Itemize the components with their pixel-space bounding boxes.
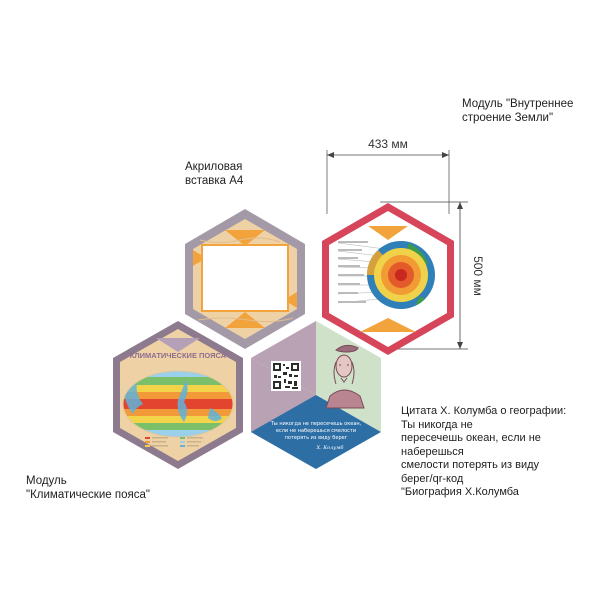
blue-face <box>251 395 381 469</box>
columbus-caption-line3: пересечешь океан, если не <box>401 432 541 444</box>
columbus-caption: Цитата Х. Колумба о географии: Ты никогд… <box>401 405 566 500</box>
acrylic-insert-label-line1: Акриловая <box>185 161 243 173</box>
climate-zones-module: КЛИМАТИЧЕСКИЕ ПОЯСА <box>113 321 243 469</box>
width-dimension-text: 433 мм <box>368 137 408 151</box>
acrylic-window <box>201 244 289 312</box>
acrylic-insert-module <box>185 209 305 349</box>
module-climate-label-line2: "Климатические пояса" <box>26 489 150 501</box>
acrylic-insert-label: Акриловая вставка А4 <box>185 160 243 188</box>
earth-structure-module <box>322 203 454 355</box>
columbus-caption-line6: берег/qr-код <box>401 472 464 485</box>
columbus-signature: Х. Колумб <box>316 444 345 451</box>
acrylic-insert-label-line2: вставка А4 <box>185 175 244 187</box>
climate-title: КЛИМАТИЧЕСКИЕ ПОЯСА <box>130 351 227 360</box>
climate-legend <box>145 437 203 447</box>
columbus-quote-line3: потерять из виду берег <box>285 435 348 441</box>
columbus-quote: Ты никогда не пересечешь океан, если не … <box>270 421 362 451</box>
module-climate-label-line1: Модуль <box>26 475 67 487</box>
module-earth-label-line2: строение Земли" <box>462 112 554 124</box>
columbus-caption-line1: Цитата Х. Колумба о географии: <box>401 405 567 417</box>
columbus-quote-line1: Ты никогда не пересечешь океан, <box>270 421 362 427</box>
world-map-icon <box>123 371 233 437</box>
module-climate-label: Модуль "Климатические пояса" <box>26 474 150 502</box>
earth-diagram-label-bars <box>338 241 368 303</box>
columbus-caption-line5: смелости потерять из виду <box>401 459 540 471</box>
module-earth-label-line1: Модуль "Внутреннее <box>462 98 574 110</box>
width-dimension: 433 мм <box>326 137 450 214</box>
height-dimension-text: 500 мм <box>471 256 485 296</box>
columbus-quote-line2: если не наберешься смелости <box>276 428 356 434</box>
columbus-portrait-icon <box>325 344 365 409</box>
columbus-caption-line2: Ты никогда не <box>401 418 473 431</box>
orange-triangle-bottom <box>360 318 416 332</box>
columbus-caption-line4: наберешься <box>401 445 464 458</box>
qr-code-icon <box>271 361 301 391</box>
orange-triangle-top <box>225 230 265 246</box>
columbus-caption-line7: "Биография Х.Колумба <box>401 486 519 498</box>
module-earth-label: Модуль "Внутреннее строение Земли" <box>462 97 573 125</box>
columbus-module: Ты никогда не пересечешь океан, если не … <box>251 321 381 469</box>
height-dimension: 500 мм <box>380 201 485 350</box>
